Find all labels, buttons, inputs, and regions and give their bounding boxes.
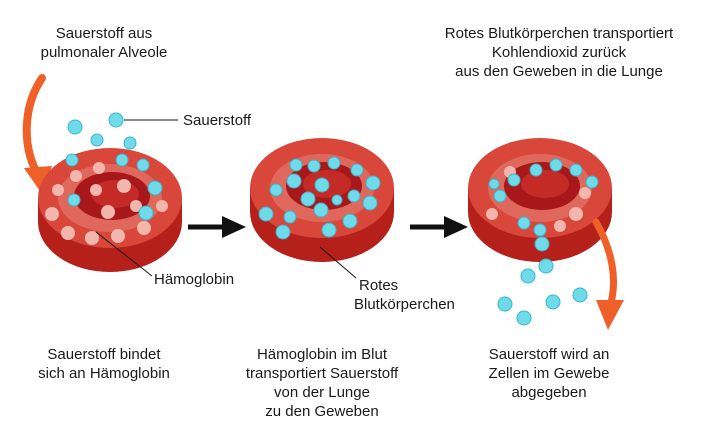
label-hemoglobin: Hämoglobin — [154, 271, 235, 288]
step-arrow-2 — [410, 216, 468, 238]
caption-alveole: Sauerstoff aus pulmonaler Alveole — [40, 25, 168, 61]
red-blood-cell-3 — [468, 138, 612, 262]
label-oxygen: Sauerstoff — [183, 112, 252, 129]
caption-step-2: Hämoglobin im Blut transportiert Sauerst… — [245, 346, 399, 420]
oxygen-molecules — [65, 112, 599, 326]
leader-lines — [95, 119, 357, 279]
red-blood-cell-1 — [38, 148, 182, 272]
caption-step-3: Sauerstoff wird an Zellen im Gewebe abge… — [488, 346, 610, 401]
release-curved-arrow — [592, 218, 624, 330]
label-red-blood-cell: Rotes Blutkörperchen — [354, 277, 455, 313]
alveole-curved-arrow — [22, 74, 52, 194]
caption-step-1: Sauerstoff bindet sich an Hämoglobin — [38, 346, 170, 382]
caption-transport-co2: Rotes Blutkörperchen transportiert Kohle… — [444, 25, 674, 80]
step-arrow-1 — [188, 216, 246, 238]
